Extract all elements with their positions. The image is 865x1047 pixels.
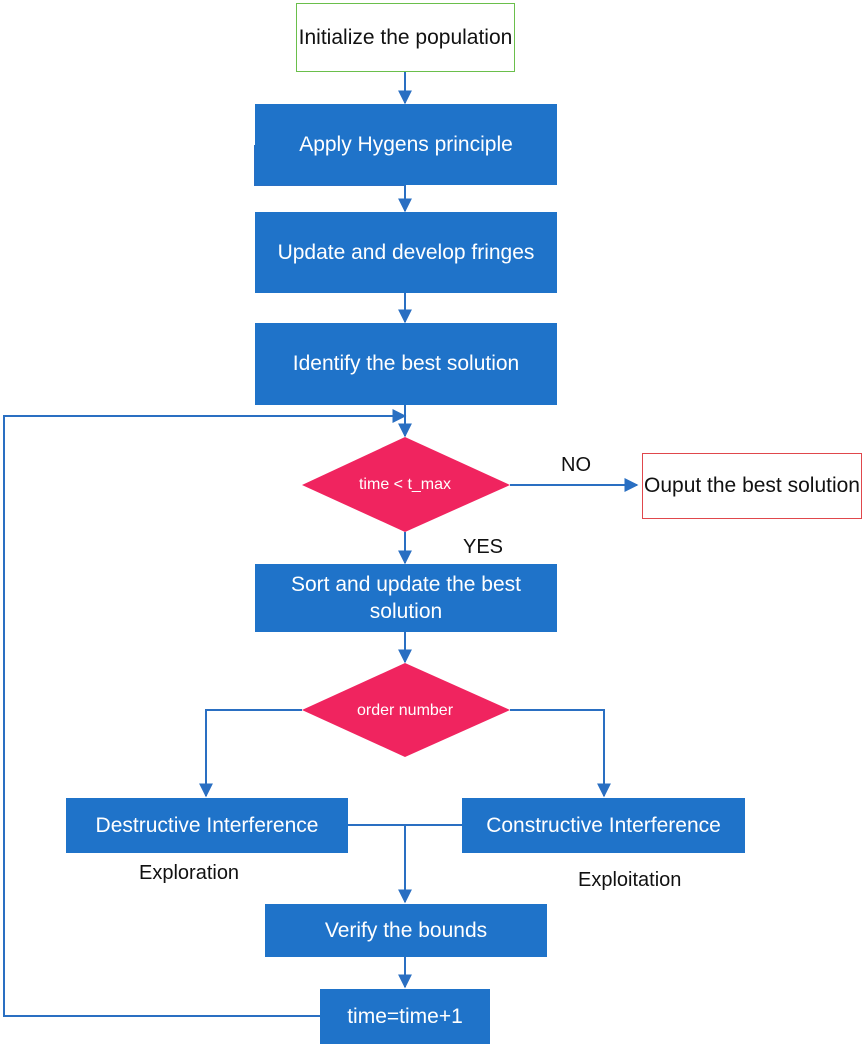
start-node-label: Initialize the population — [298, 25, 513, 49]
arrow-order-to-destructive — [199, 709, 302, 798]
arrow-order-to-constructive — [510, 709, 611, 798]
start-node: Initialize the population — [296, 3, 515, 72]
no-label: NO — [561, 454, 591, 476]
decision-order-label: order number — [356, 702, 454, 719]
arrow-loop-back — [3, 409, 407, 1017]
fringes-node-label: Update and develop fringes — [277, 240, 535, 264]
destructive-node: Destructive Interference — [66, 798, 348, 853]
hygens-node: Apply Hygens principle — [255, 104, 557, 185]
identify-node-label: Identify the best solution — [292, 352, 520, 376]
destructive-node-label: Destructive Interference — [95, 813, 319, 837]
hygens-node-label: Apply Hygens principle — [299, 132, 513, 156]
increment-node: time=time+1 — [320, 989, 490, 1044]
sort-node: Sort and update the best solution — [255, 564, 557, 632]
constructive-node: Constructive Interference — [462, 798, 745, 853]
fringes-node: Update and develop fringes — [255, 212, 557, 293]
decision-diamond-order — [302, 663, 510, 757]
decision-time-label: time < t_max — [358, 476, 452, 493]
output-node-label: Ouput the best solution — [644, 474, 860, 498]
exploration-label: Exploration — [139, 862, 240, 884]
decision-diamond-time — [302, 437, 510, 532]
output-node: Ouput the best solution — [642, 453, 862, 519]
exploitation-label: Exploitation — [578, 869, 682, 891]
verify-node-label: Verify the bounds — [324, 918, 488, 942]
constructive-node-label: Constructive Interference — [486, 813, 721, 837]
yes-label: YES — [463, 536, 504, 558]
sort-node-label: Sort and update the best solution — [290, 572, 521, 623]
increment-node-label: time=time+1 — [347, 1004, 463, 1028]
identify-node: Identify the best solution — [255, 323, 557, 405]
verify-node: Verify the bounds — [265, 904, 547, 957]
